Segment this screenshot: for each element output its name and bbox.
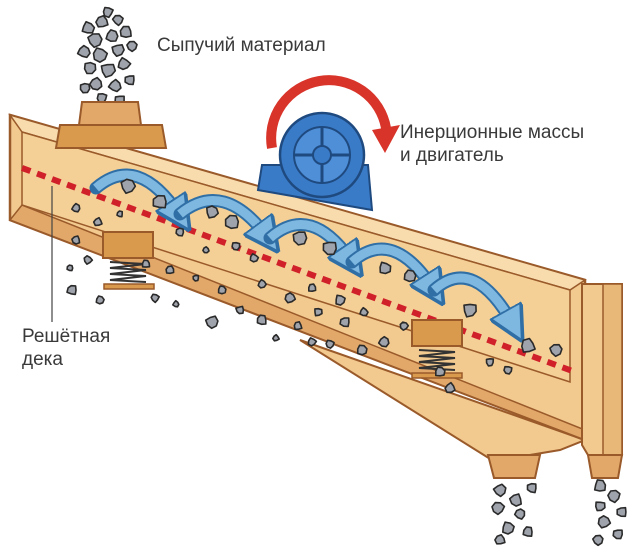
deck-stone <box>219 286 226 294</box>
screen-deck-label-line2: дека <box>22 348 110 371</box>
discharged-stone <box>596 502 605 510</box>
discharged-stone <box>617 508 626 517</box>
deck-stone <box>143 260 150 267</box>
discharged-stone <box>613 530 622 538</box>
falling-stone <box>101 65 115 78</box>
discharged-stone <box>503 522 514 534</box>
falling-stone <box>118 58 130 70</box>
falling-stone <box>94 48 108 62</box>
inertial-masses-label: Инерционные массы и двигатель <box>400 121 584 167</box>
deck-stone <box>315 309 322 316</box>
deck-stone <box>504 367 512 374</box>
deck-stone <box>293 232 306 245</box>
feed-hopper <box>56 102 166 148</box>
screen-deck-label: Решётная дека <box>22 325 110 371</box>
bulk-material-label: Сыпучий материал <box>157 34 326 57</box>
deck-stone <box>166 266 174 273</box>
deck-stone <box>151 294 159 302</box>
deck-stone <box>176 228 183 236</box>
inertial-masses-label-line2: и двигатель <box>400 144 584 167</box>
discharged-stone <box>595 480 606 491</box>
falling-stone <box>96 16 108 27</box>
oversize-chute <box>582 284 622 478</box>
falling-stone <box>85 63 96 74</box>
deck-stone <box>236 306 244 313</box>
deck-stone <box>232 243 240 250</box>
deck-stone <box>67 265 73 271</box>
discharged-stone <box>598 516 610 528</box>
deck-stone <box>436 367 445 376</box>
falling-stone <box>81 84 90 93</box>
deck-stone <box>340 318 349 327</box>
discharged-stone <box>495 535 505 544</box>
discharged-stone <box>523 527 532 536</box>
deck-stone <box>257 315 265 324</box>
falling-stone <box>112 45 124 56</box>
deck-stone <box>323 242 336 254</box>
discharged-stone <box>608 491 620 503</box>
deck-stone <box>193 275 198 281</box>
screen-deck-label-line1: Решётная <box>22 325 110 348</box>
deck-stone <box>206 316 218 328</box>
falling-stone <box>82 22 94 33</box>
deck-stone <box>487 359 494 366</box>
discharged-stone <box>492 503 504 515</box>
falling-stone <box>90 78 102 90</box>
discharged-stone <box>515 509 525 519</box>
falling-stone <box>127 42 137 52</box>
deck-stone <box>153 196 166 208</box>
deck-stone <box>326 340 334 348</box>
deck-stone <box>404 270 415 281</box>
inertial-masses-label-line1: Инерционные массы <box>400 121 584 144</box>
deck-stone <box>273 335 279 341</box>
falling-stone <box>109 80 121 92</box>
deck-stone <box>226 216 239 229</box>
falling-stone <box>104 8 114 18</box>
falling-stone <box>106 30 118 41</box>
deck-stone <box>358 345 367 354</box>
deck-stone <box>294 322 302 330</box>
deck-stone <box>84 256 92 264</box>
discharged-stone <box>494 484 506 496</box>
falling-stone <box>120 27 131 38</box>
deck-stone <box>67 286 76 295</box>
falling-stone <box>113 16 124 26</box>
falling-stone <box>88 34 102 47</box>
falling-stone <box>125 76 134 85</box>
discharged-material <box>492 480 626 545</box>
deck-stone <box>203 247 209 253</box>
discharged-stone <box>510 494 522 506</box>
discharged-stone <box>593 535 603 545</box>
deck-stone <box>72 236 80 244</box>
deck-stone <box>173 301 179 307</box>
deck-stone <box>117 211 122 217</box>
deck-stone <box>309 284 316 291</box>
discharged-stone <box>528 484 536 493</box>
falling-stone <box>78 46 90 58</box>
deck-stone <box>96 296 104 304</box>
